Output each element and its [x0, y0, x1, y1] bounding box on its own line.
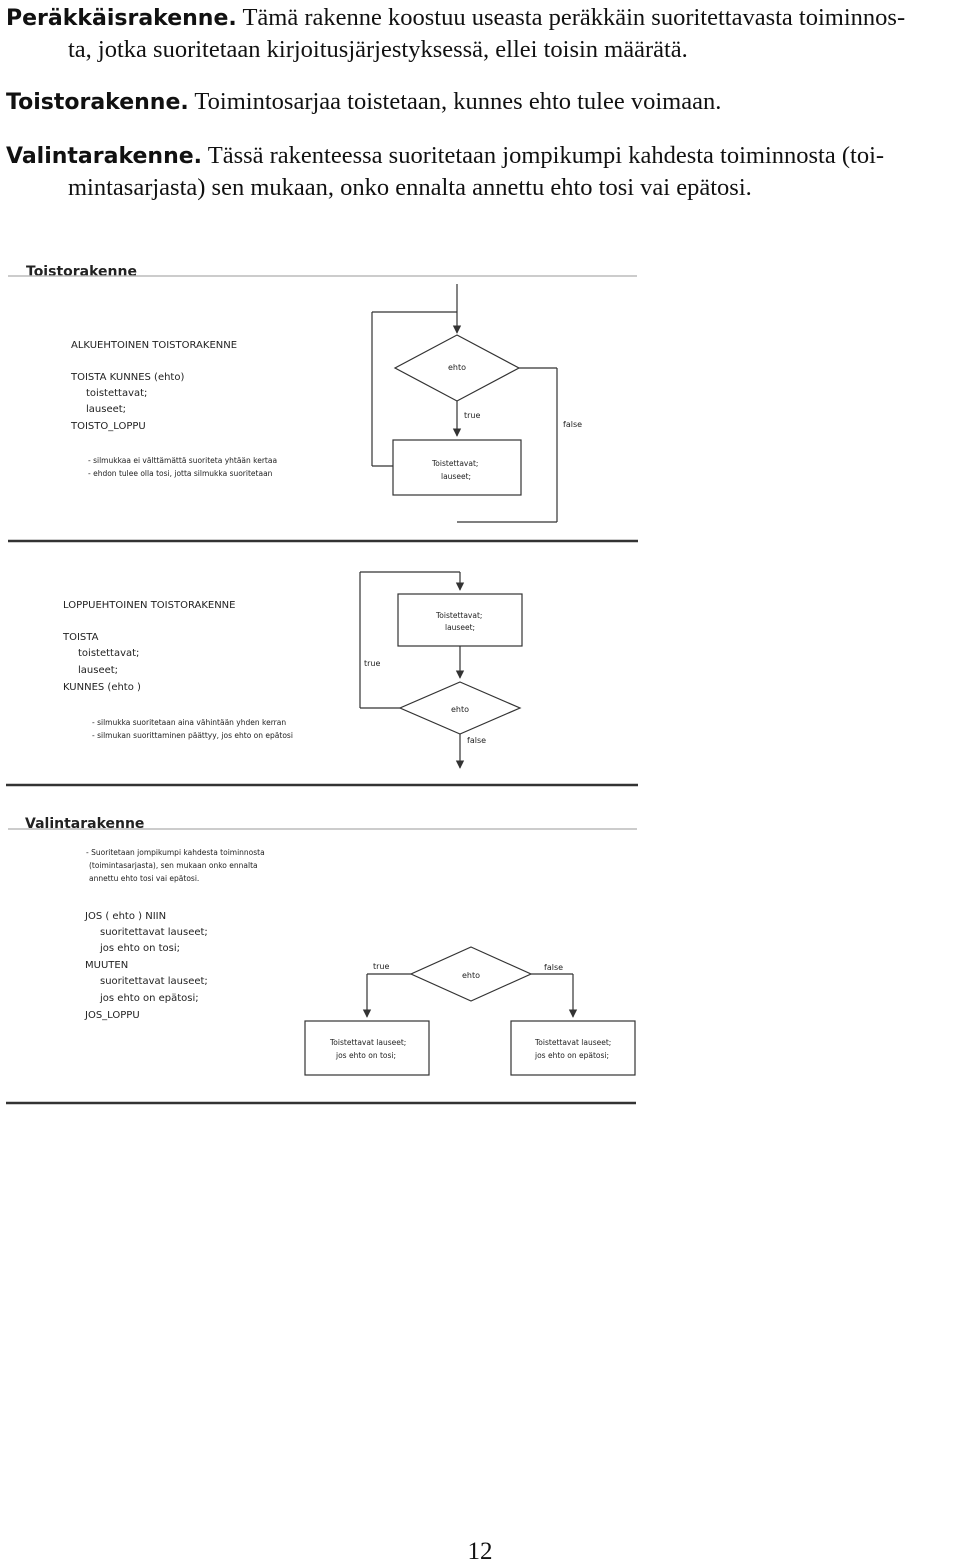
process-box-text: jos ehto on epätosi;: [534, 1051, 609, 1060]
paragraph-sequence-line1: Tämä rakenne koostuu useasta peräkkäin s…: [242, 4, 906, 31]
code-line: TOISTO_LOPPU: [70, 421, 146, 432]
description-line: (toimintasarjasta), sen mukaan onko enna…: [89, 861, 258, 870]
process-box-text: Toistettavat;: [431, 459, 478, 468]
false-label: false: [544, 963, 563, 972]
section-valintarakenne: Valintarakenne - Suoritetaan jompikumpi …: [6, 816, 637, 1105]
code-line: MUUTEN: [85, 960, 128, 971]
false-label: false: [467, 736, 486, 745]
term-selection: Valintarakenne.: [6, 144, 203, 169]
paragraph-loop-line1: Toimintosarjaa toistetaan, kunnes ehto t…: [194, 88, 722, 115]
paragraph-sequence: Peräkkäisrakenne. Tämä rakenne koostuu u…: [6, 2, 956, 65]
note-line: - silmukka suoritetaan aina vähintään yh…: [92, 718, 286, 727]
process-box-text: Toistettavat lauseet;: [329, 1038, 406, 1047]
process-box-text: jos ehto on tosi;: [335, 1051, 396, 1060]
code-line: suoritettavat lauseet;: [100, 976, 208, 987]
section-heading-valintarakenne: Valintarakenne: [25, 816, 144, 832]
section-toistorakenne: Toistorakenne ALKUEHTOINEN TOISTORAKENNE…: [8, 264, 638, 543]
process-box-true: [304, 1020, 430, 1076]
note-line: - silmukan suorittaminen päättyy, jos eh…: [92, 731, 293, 740]
section-heading-toistorakenne: Toistorakenne: [26, 264, 137, 280]
process-box-text: Toistettavat;: [435, 611, 482, 620]
code-line: suoritettavat lauseet;: [100, 927, 208, 938]
process-box-false: [510, 1020, 636, 1076]
code-line: lauseet;: [78, 665, 118, 676]
decision-label: ehto: [448, 363, 466, 372]
code-line: KUNNES (ehto ): [63, 682, 141, 693]
false-label: false: [563, 420, 582, 429]
section-loppuehtoinen: true LOPPUEHTOINEN TOISTORAKENNE TOISTA …: [6, 571, 638, 787]
flowchart-figure: Toistorakenne ALKUEHTOINEN TOISTORAKENNE…: [6, 264, 638, 1105]
note-line: - ehdon tulee olla tosi, jotta silmukka …: [88, 469, 273, 478]
process-box: [392, 439, 522, 496]
true-label: true: [373, 962, 389, 971]
decision-diamond: [409, 946, 533, 1002]
term-sequence: Peräkkäisrakenne.: [6, 6, 237, 31]
paragraph-sequence-line2: ta, jotka suoritetaan kirjoitusjärjestyk…: [68, 36, 688, 63]
paragraph-selection-line1: Tässä rakenteessa suoritetaan jompikumpi…: [207, 142, 885, 169]
code-line: JOS ( ehto ) NIIN: [84, 911, 166, 922]
paragraph-selection: Valintarakenne. Tässä rakenteessa suorit…: [6, 140, 956, 203]
subtitle-loppuehtoinen: LOPPUEHTOINEN TOISTORAKENNE: [63, 600, 236, 611]
description-line: annettu ehto tosi vai epätosi.: [89, 874, 199, 883]
term-loop: Toistorakenne.: [6, 90, 189, 115]
process-box-text: lauseet;: [445, 623, 475, 632]
true-label: true: [364, 659, 380, 668]
code-line: TOISTA KUNNES (ehto): [70, 372, 184, 383]
code-line: toistettavat;: [86, 388, 147, 399]
true-label: true: [464, 411, 480, 420]
process-box-text: lauseet;: [441, 472, 471, 481]
code-line: JOS_LOPPU: [84, 1010, 140, 1021]
page-number: 12: [467, 1538, 493, 1565]
paragraph-loop: Toistorakenne. Toimintosarjaa toistetaan…: [6, 86, 956, 118]
description-line: - Suoritetaan jompikumpi kahdesta toimin…: [86, 848, 265, 857]
decision-label: ehto: [462, 971, 480, 980]
process-box: [397, 593, 523, 647]
paragraph-selection-line2: mintasarjasta) sen mukaan, onko ennalta …: [68, 174, 752, 201]
code-line: TOISTA: [62, 632, 99, 643]
code-line: jos ehto on epätosi;: [99, 993, 199, 1004]
code-line: toistettavat;: [78, 648, 139, 659]
note-line: - silmukkaa ei välttämättä suoriteta yht…: [88, 456, 277, 465]
decision-label: ehto: [451, 705, 469, 714]
code-line: jos ehto on tosi;: [99, 943, 180, 954]
process-box-text: Toistettavat lauseet;: [534, 1038, 611, 1047]
subtitle-alkuehtoinen: ALKUEHTOINEN TOISTORAKENNE: [71, 340, 237, 351]
code-line: lauseet;: [86, 404, 126, 415]
